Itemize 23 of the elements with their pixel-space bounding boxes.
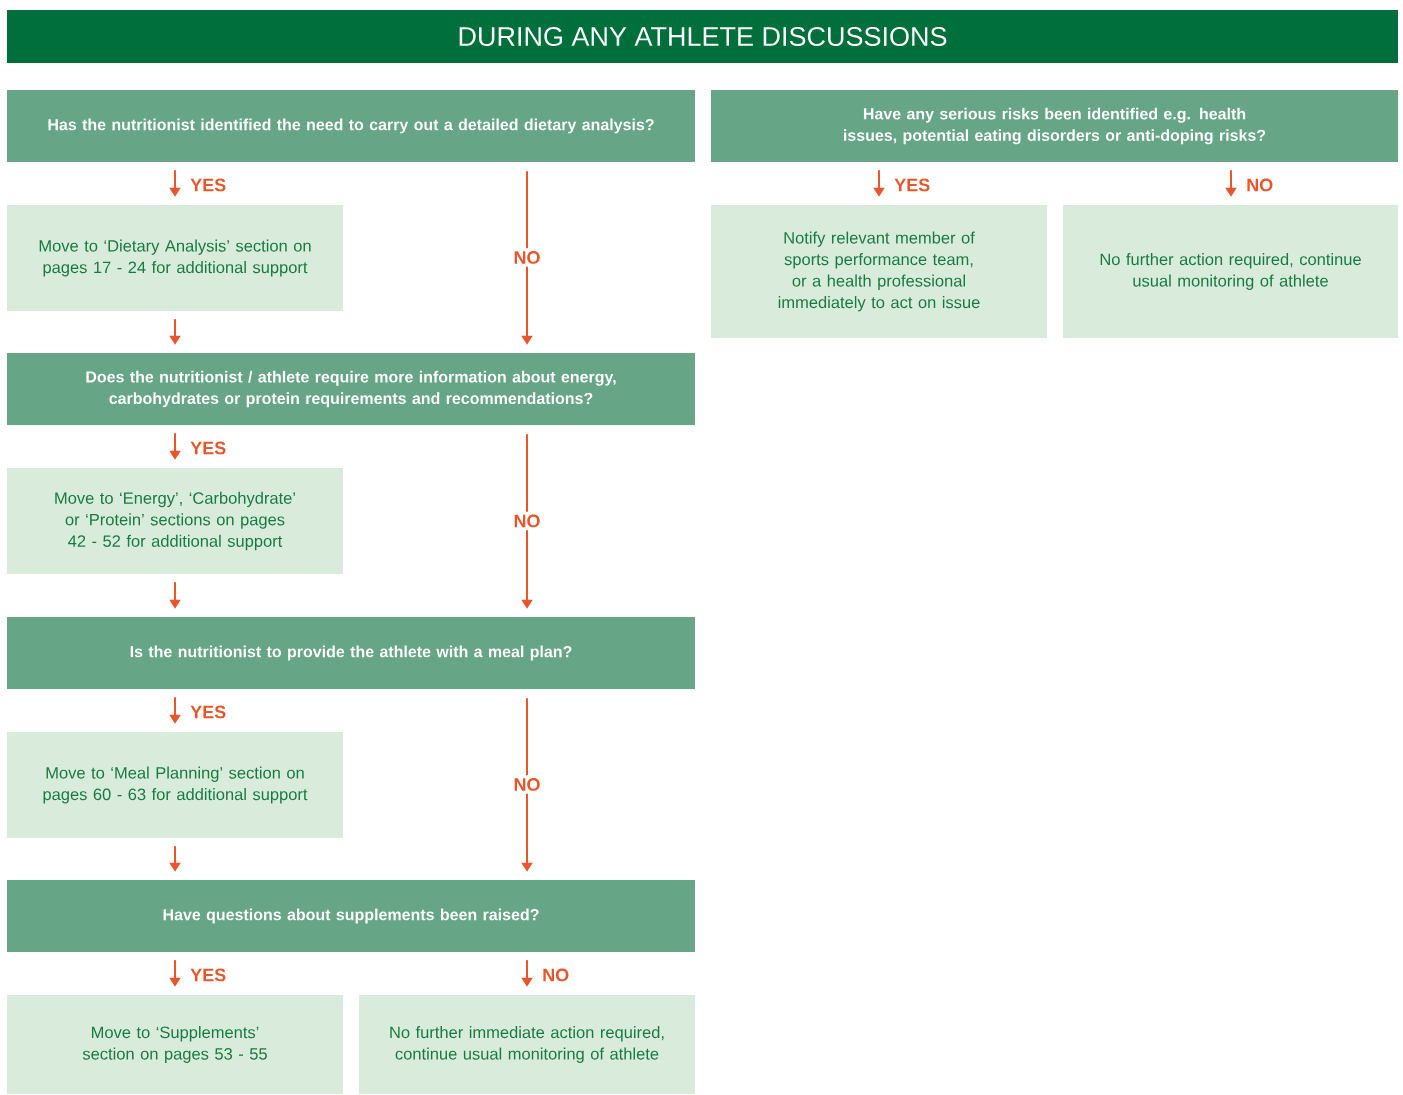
answer-box: Move to ‘Meal Planning’ section on pages 60 - 63 for additional support (7, 732, 343, 838)
answer-box: Notify relevant member of sports performance team, or a health professional immediately to act on issue (711, 205, 1047, 338)
edge-label: NO (510, 511, 544, 531)
edge-label: YES (190, 705, 226, 719)
title-band: DURING ANY ATHLETE DISCUSSIONS (7, 10, 1398, 63)
question-box: Is the nutritionist to provide the athlete with a meal plan? (7, 617, 695, 689)
answer-box: Move to ‘Supplements’ section on pages 53 - 55 (7, 995, 343, 1094)
edge-label: YES (190, 441, 226, 455)
edge-label: YES (190, 178, 226, 192)
question-box: Does the nutritionist / athlete require more information about energy, carbohydrates or protein requirements and recommendations? (7, 353, 695, 425)
edge-label: NO (510, 248, 544, 267)
answer-box: No further action required, continue usual monitoring of athlete (1063, 205, 1398, 338)
answer-box: Move to ‘Dietary Analysis’ section on pages 17 - 24 for additional support (7, 205, 343, 311)
question-box: Have any serious risks been identified e.g. health issues, potential eating disorders or anti-doping risks? (711, 90, 1398, 162)
answer-box: Move to ‘Energy’, ‘Carbohydrate’ or ‘Protein’ sections on pages 42 - 52 for additional support (7, 468, 343, 574)
edge-label: NO (543, 968, 569, 982)
question-box: Has the nutritionist identified the need to carry out a detailed dietary analysis? (7, 90, 695, 162)
edge-label: NO (510, 775, 544, 794)
answer-box: No further immediate action required, continue usual monitoring of athlete (359, 995, 695, 1094)
edge-label: NO (1247, 178, 1273, 192)
edge-label: YES (894, 178, 930, 192)
question-box: Have questions about supplements been raised? (7, 880, 695, 952)
edge-label: YES (190, 968, 226, 982)
